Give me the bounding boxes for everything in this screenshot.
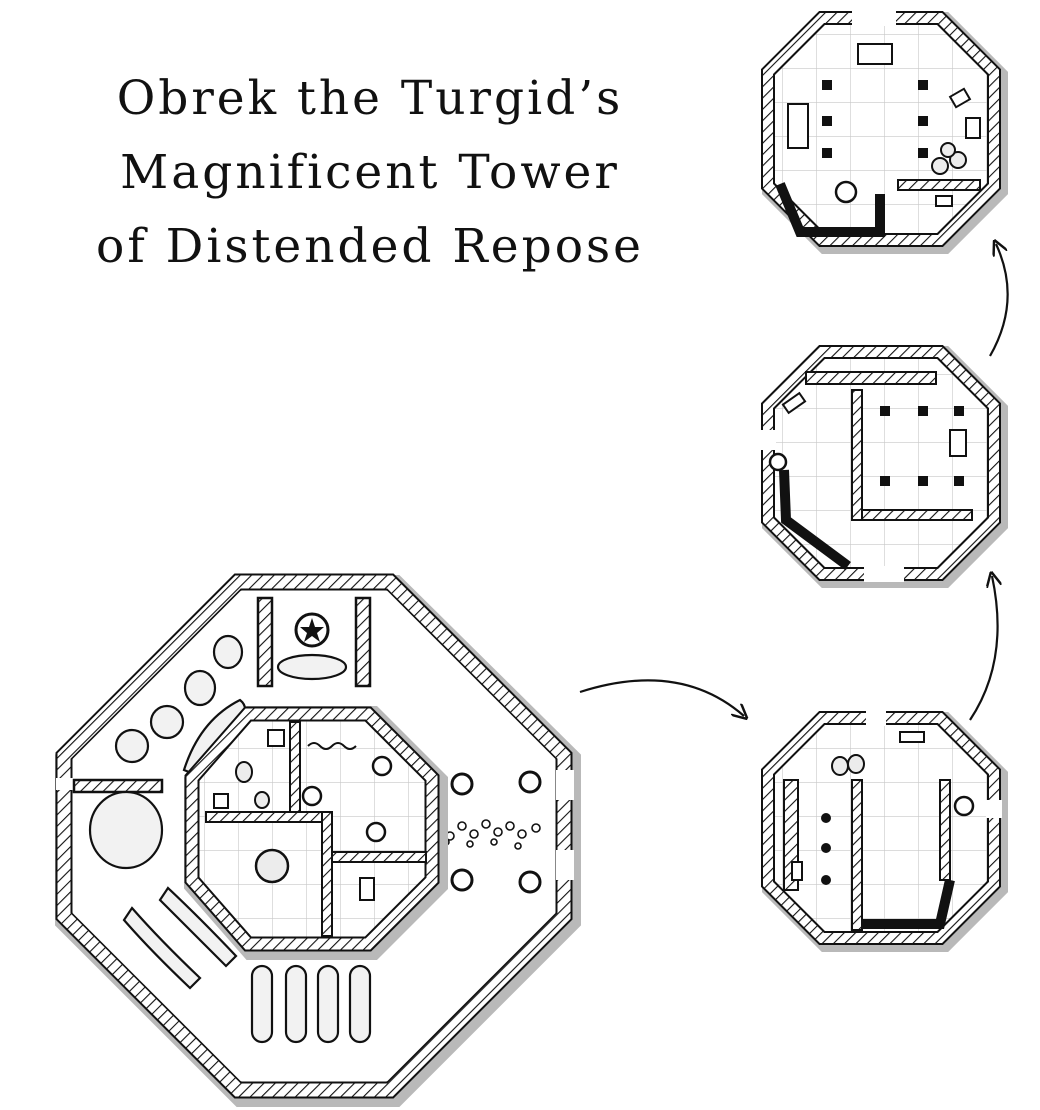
- pillar-icon: [880, 476, 890, 486]
- star-circle-icon: [365, 821, 387, 843]
- bed: [787, 103, 809, 149]
- star-circle-icon: [768, 452, 788, 472]
- pillar-icon: [880, 406, 890, 416]
- bush-icon: [122, 906, 202, 990]
- pillar-icon: [918, 116, 928, 126]
- summoning-circles: [254, 755, 393, 884]
- pillars: [450, 770, 542, 894]
- pillar-icon: [822, 148, 832, 158]
- top-floor-map: [761, 10, 1008, 254]
- star-circle-icon: [294, 612, 330, 648]
- pillar-icon: [518, 770, 542, 794]
- star-circle-icon: [301, 785, 323, 807]
- pillar-icon: [821, 813, 831, 823]
- arrow-icon: [969, 576, 998, 721]
- pillar-icon: [954, 476, 964, 486]
- title-line-1: Obrek the Turgid’s: [116, 71, 624, 126]
- bush-icon: [348, 964, 372, 1044]
- garden-beds: [88, 634, 372, 1044]
- bush-icon: [250, 964, 274, 1044]
- first-floor-map: [761, 710, 1008, 952]
- bush-icon: [149, 704, 185, 740]
- second-floor-map: [760, 345, 1008, 588]
- bush-icon: [316, 964, 340, 1044]
- bush-icon: [114, 728, 150, 764]
- title-line-3: of Distended Repose: [96, 219, 644, 274]
- star-circle-icon: [953, 795, 975, 817]
- map-title: Obrek the Turgid’s Magnificent Tower of …: [40, 62, 700, 284]
- pillar-icon: [821, 843, 831, 853]
- bush-icon: [276, 653, 348, 681]
- pillar-icon: [518, 870, 542, 894]
- ground-level-map: [55, 573, 581, 1107]
- pillar-icon: [450, 772, 474, 796]
- title-line-2: Magnificent Tower: [120, 145, 620, 200]
- bush-icon: [183, 669, 217, 707]
- pillar-icon: [918, 80, 928, 90]
- pillar-icon: [821, 875, 831, 885]
- pillar-icon: [918, 476, 928, 486]
- bush-icon: [284, 964, 308, 1044]
- pillar-icon: [954, 406, 964, 416]
- bush-icon: [88, 790, 164, 870]
- arrow-icon: [579, 679, 744, 716]
- pillar-icon: [450, 868, 474, 892]
- pillar-icon: [822, 80, 832, 90]
- pillar-icon: [918, 148, 928, 158]
- star-circle-icon: [371, 755, 393, 777]
- pillar-icon: [822, 116, 832, 126]
- pillar-icon: [918, 406, 928, 416]
- barrels: [931, 142, 967, 175]
- bush-icon: [212, 634, 244, 670]
- bush-icon: [158, 886, 238, 968]
- arrow-icon: [989, 244, 1009, 357]
- star-circle-icon: [834, 180, 858, 204]
